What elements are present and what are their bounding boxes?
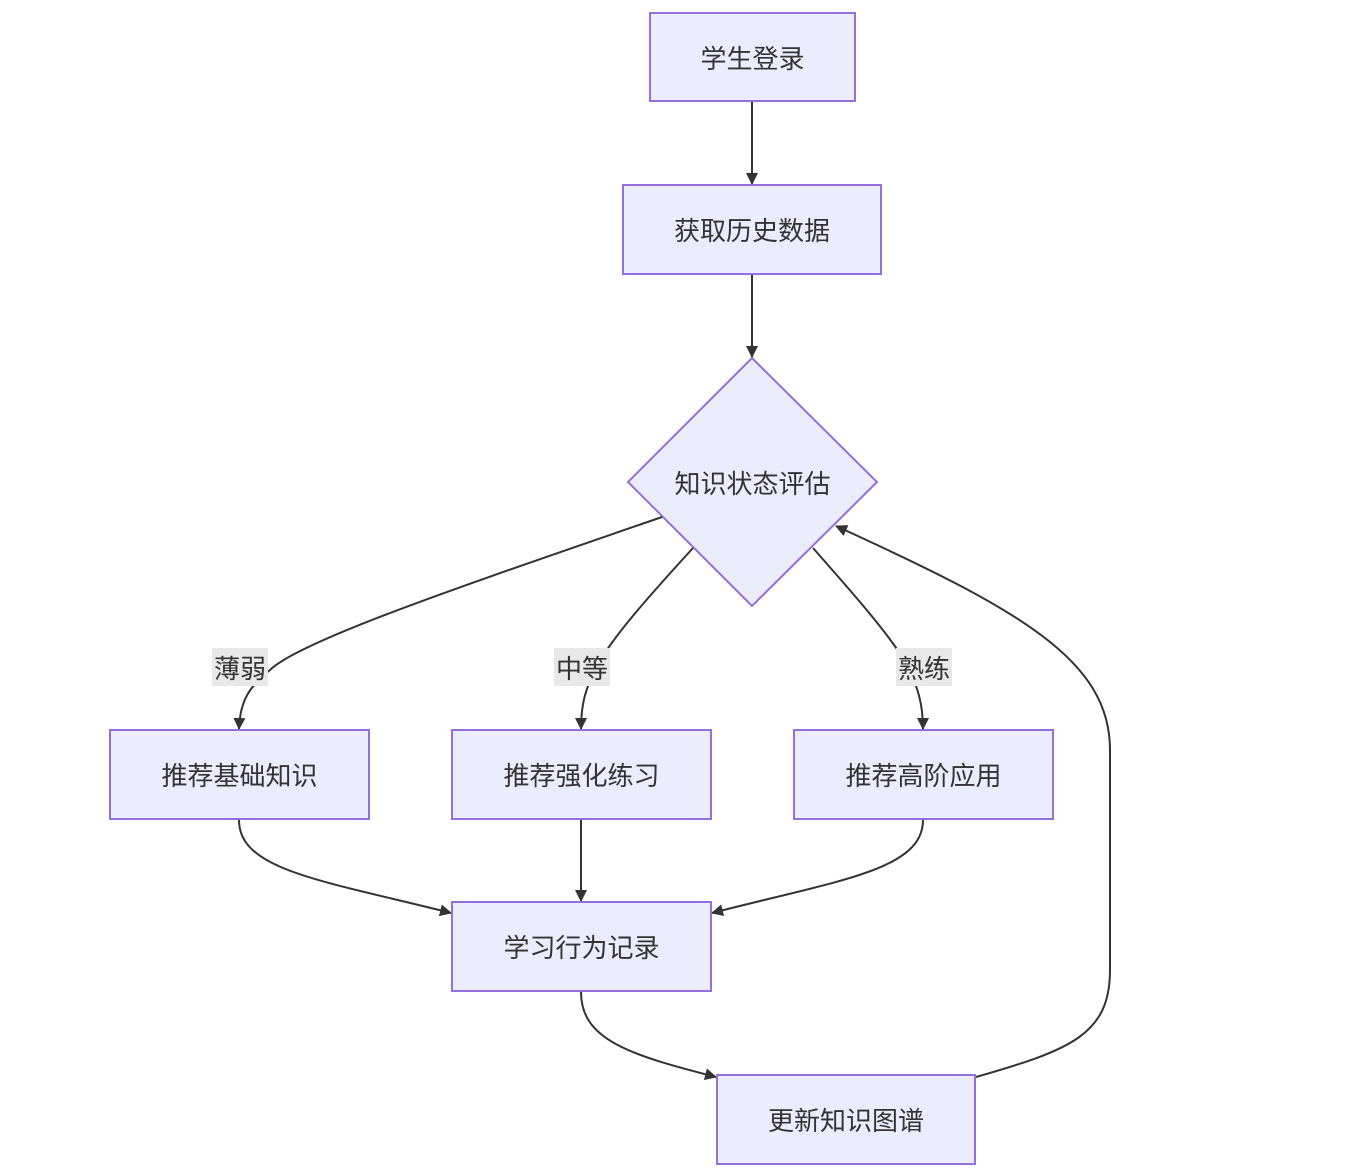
edge-advanced-to-record xyxy=(711,819,924,917)
node-update-knowledge-graph-label: 更新知识图谱 xyxy=(767,1107,924,1137)
edge-assess-to-basic xyxy=(233,516,663,730)
node-fetch-history: 获取历史数据 xyxy=(622,184,882,275)
node-update-knowledge-graph: 更新知识图谱 xyxy=(716,1074,976,1165)
node-recommend-practice: 推荐强化练习 xyxy=(451,729,712,820)
node-student-login: 学生登录 xyxy=(649,12,856,102)
node-learning-record: 学习行为记录 xyxy=(451,901,712,992)
node-recommend-advanced-label: 推荐高阶应用 xyxy=(845,762,1002,792)
node-learning-record-label: 学习行为记录 xyxy=(503,934,660,964)
edge-assess-to-practice xyxy=(575,547,694,730)
node-knowledge-assessment-label: 知识状态评估 xyxy=(674,469,831,500)
edge-update-to-assess xyxy=(835,525,1111,1078)
node-student-login-label: 学生登录 xyxy=(700,44,805,75)
node-recommend-practice-label: 推荐强化练习 xyxy=(503,762,660,792)
node-recommend-advanced: 推荐高阶应用 xyxy=(793,729,1054,820)
node-recommend-basic: 推荐基础知识 xyxy=(109,729,370,820)
edge-label-proficient: 熟练 xyxy=(896,648,953,686)
node-fetch-history-label: 获取历史数据 xyxy=(673,217,830,247)
node-knowledge-assessment: 知识状态评估 xyxy=(628,452,877,512)
edge-label-weak: 薄弱 xyxy=(212,648,269,686)
edge-basic-to-record xyxy=(238,819,452,917)
node-recommend-basic-label: 推荐基础知识 xyxy=(161,762,318,792)
assess-diamond-shape xyxy=(626,356,879,608)
edge-label-medium: 中等 xyxy=(554,648,611,686)
edge-assess-to-advanced xyxy=(812,547,929,730)
edge-record-to-update xyxy=(580,991,717,1081)
